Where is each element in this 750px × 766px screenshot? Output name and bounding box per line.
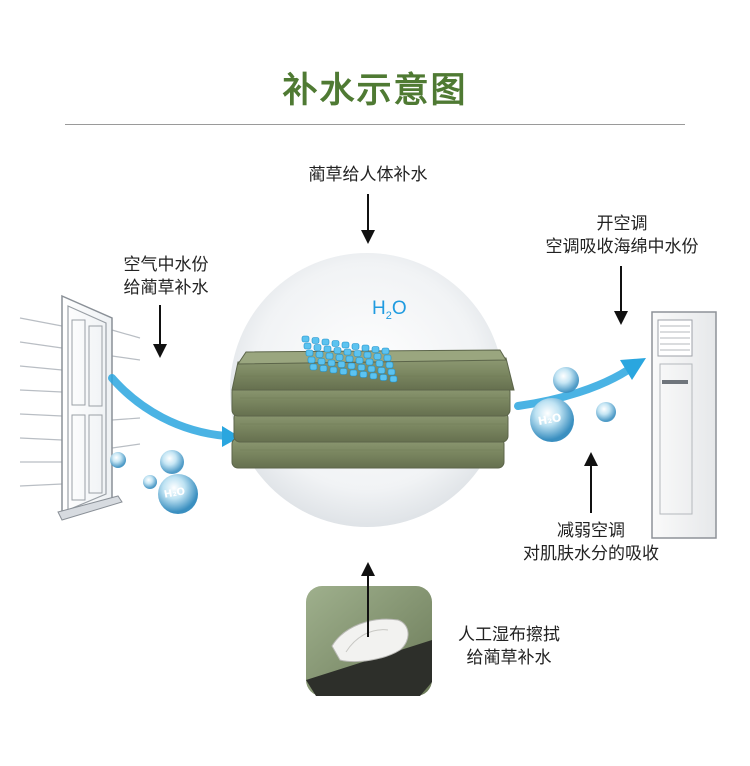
label-bottom-line2: 给蔺草补水: [466, 648, 552, 668]
water-droplet: [389, 375, 398, 383]
air-conditioner-illustration: [651, 311, 717, 539]
water-droplet: [303, 342, 312, 350]
water-droplet: [329, 366, 338, 374]
water-bubbles-right: [530, 367, 616, 442]
label-top: 蔺草给人体补水: [308, 165, 428, 185]
arrow-right-top-head: [614, 311, 628, 325]
water-droplet: [339, 368, 348, 375]
water-droplet: [357, 364, 366, 371]
water-droplet: [347, 362, 356, 370]
arrow-left-head: [153, 344, 167, 358]
arrow-top-shaft: [367, 194, 369, 230]
water-droplet: [311, 337, 320, 344]
water-droplet: [379, 374, 388, 381]
arrow-bottom-shaft: [367, 575, 369, 637]
arrow-right-top-shaft: [620, 266, 622, 312]
wiping-photo: [306, 586, 432, 696]
water-droplet: [305, 349, 314, 357]
label-left-line2: 给蔺草补水: [123, 278, 209, 298]
water-droplet: [349, 369, 358, 377]
label-bottom: 人工湿布擦拭 给蔺草补水: [444, 624, 574, 670]
label-right-bottom: 减弱空调 对肌肤水分的吸收: [508, 520, 674, 566]
water-droplet: [365, 358, 374, 366]
left-flow-arrow: [108, 374, 240, 447]
water-droplet: [381, 347, 390, 355]
water-droplet: [301, 335, 310, 343]
water-droplet: [387, 368, 396, 376]
water-droplet: [337, 361, 346, 368]
right-flow-arrow: [514, 358, 646, 410]
water-droplet: [331, 340, 340, 347]
water-droplet: [309, 363, 318, 371]
water-droplet: [385, 361, 394, 369]
water-droplet: [383, 354, 392, 362]
water-droplet: [315, 351, 324, 358]
water-droplet: [359, 371, 368, 378]
page-title: 补水示意图: [282, 71, 468, 111]
arrow-top-head: [361, 230, 375, 244]
water-droplet: [321, 338, 330, 346]
water-droplet: [377, 367, 386, 374]
water-droplet: [313, 344, 322, 351]
label-bottom-line1: 人工湿布擦拭: [458, 625, 560, 645]
water-droplet: [369, 372, 378, 380]
label-right-bottom-line1: 减弱空调: [557, 521, 625, 541]
water-bubbles-left: [110, 450, 198, 514]
arrow-right-bottom-shaft: [590, 465, 592, 513]
water-droplet: [367, 365, 376, 373]
h2o-o: O: [391, 298, 407, 319]
water-droplet: [371, 346, 380, 353]
arrow-right-bottom-head: [584, 452, 598, 466]
label-right-top: 开空调 空调吸收海绵中水份: [524, 213, 720, 259]
water-droplet: [343, 348, 352, 356]
arrow-bottom-head: [361, 562, 375, 576]
label-left-line1: 空气中水份: [123, 255, 209, 275]
h2o-center-label: H2O: [372, 298, 407, 322]
water-droplet: [317, 358, 326, 365]
water-droplet: [363, 351, 372, 359]
water-droplet: [319, 365, 328, 372]
water-droplet: [307, 356, 316, 364]
label-right-top-line1: 开空调: [596, 214, 648, 234]
water-droplet: [351, 343, 360, 350]
water-droplet: [323, 345, 332, 353]
water-droplet: [353, 350, 362, 357]
water-droplet: [335, 354, 344, 361]
water-droplet: [327, 359, 336, 367]
label-right-bottom-line2: 对肌肤水分的吸收: [523, 544, 659, 564]
arrow-left-shaft: [159, 305, 161, 345]
h2o-h: H: [372, 298, 386, 319]
label-right-top-line2: 空调吸收海绵中水份: [545, 237, 699, 257]
water-droplet: [325, 352, 334, 360]
label-left: 空气中水份 给蔺草补水: [96, 254, 236, 300]
water-droplet: [345, 355, 354, 363]
water-droplet: [355, 357, 364, 364]
water-droplet: [373, 353, 382, 360]
title-divider: [65, 124, 685, 125]
water-droplet-grid: [301, 335, 398, 383]
water-droplet: [341, 341, 350, 349]
water-droplet: [375, 360, 384, 367]
h2o-sub: 2: [385, 309, 392, 322]
water-droplet: [361, 344, 370, 352]
grass-mat-stack: [231, 349, 515, 469]
window-illustration: [19, 294, 141, 521]
water-droplet: [333, 347, 342, 354]
